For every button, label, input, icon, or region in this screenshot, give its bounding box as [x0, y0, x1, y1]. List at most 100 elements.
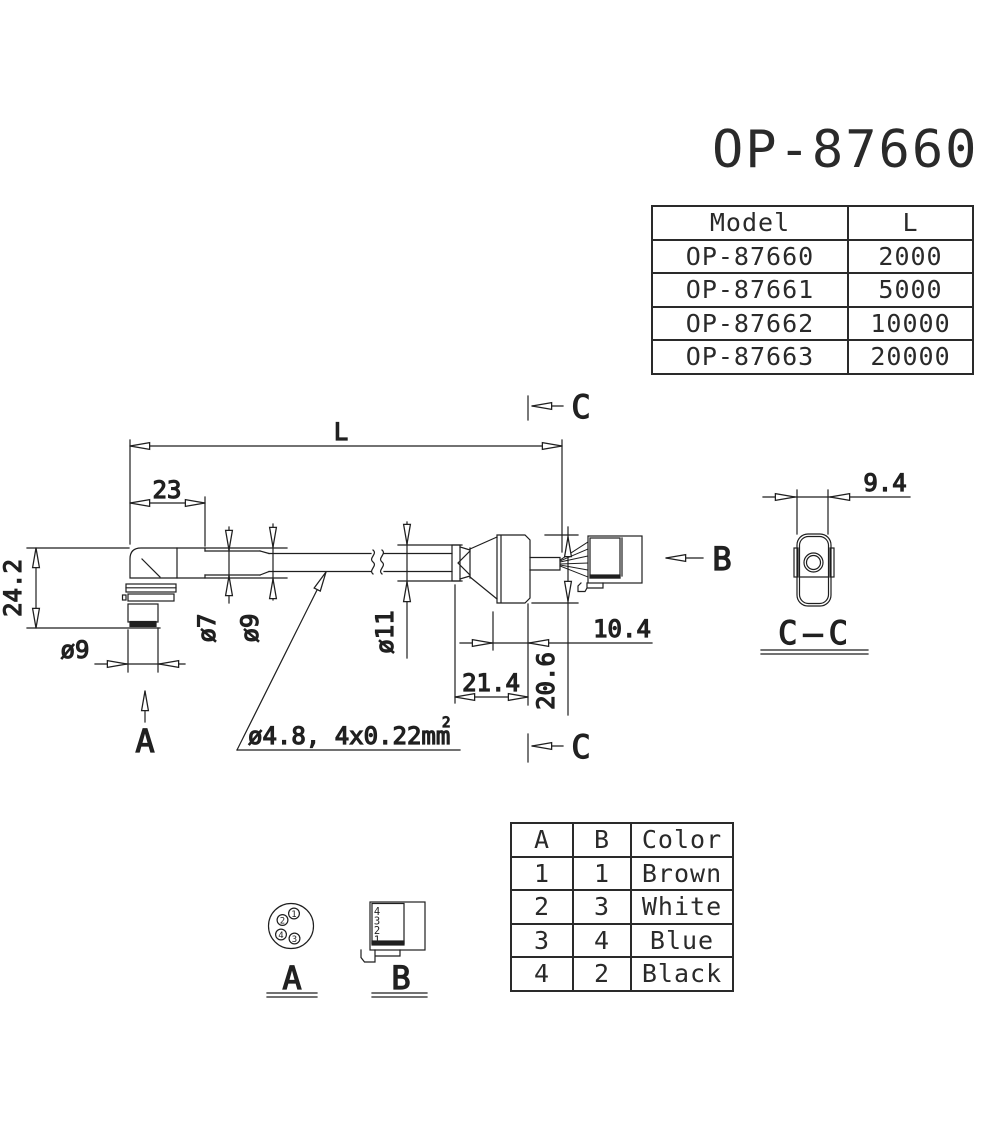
gland-cone	[469, 536, 498, 600]
length-cell: 2000	[847, 238, 974, 274]
dim-elbow-height: 24.2	[0, 547, 161, 629]
dim-label: 21.4	[462, 669, 520, 697]
dim-nut-width: 10.4	[459, 611, 653, 651]
dim-overall-length: L	[129, 417, 563, 553]
pin	[275, 928, 288, 941]
dim-label: ø9	[236, 614, 264, 643]
cable-break-symbol	[370, 549, 385, 575]
dim-label: 9.4	[863, 469, 906, 497]
pin-b-cell: 4	[572, 922, 632, 958]
pin-number: 4	[278, 931, 283, 941]
label-underline	[760, 649, 869, 655]
housing-latch	[577, 582, 604, 593]
detail-b-view: 4 3 2 1 B	[360, 901, 428, 998]
length-cell: 20000	[847, 339, 974, 375]
dim-label: 23	[153, 476, 182, 504]
dim-label: 10.4	[593, 615, 651, 643]
pin-b-cell: 1	[572, 855, 632, 891]
dim-label: 20.6	[532, 652, 560, 710]
pin-number: 1	[374, 935, 380, 947]
pin-b-header: B	[572, 822, 632, 858]
housing-outline	[369, 901, 426, 951]
table-row: OP-87662 10000	[651, 305, 974, 341]
m12-connector-view	[451, 534, 561, 604]
table-row: 1 1 Brown	[510, 855, 734, 891]
pin-number: 3	[374, 916, 380, 928]
cable-run	[268, 552, 453, 573]
view-b-arrow: B	[665, 539, 732, 579]
view-label: A	[135, 722, 154, 760]
side-tab	[829, 547, 835, 578]
model-cell: OP-87661	[651, 272, 849, 308]
wire-fan	[559, 541, 589, 578]
table-row: 3 4 Blue	[510, 922, 734, 958]
dim-connector-height: 20.6	[531, 526, 579, 716]
sheath-taper	[259, 550, 270, 576]
section-cc-view: 9.4 C—C	[760, 468, 911, 655]
table-row: 4 2 Black	[510, 956, 734, 992]
clamp-chevron	[457, 550, 471, 576]
ring-tab	[121, 594, 127, 601]
pin-a-cell: 3	[510, 922, 574, 958]
length-header-cell: L	[847, 205, 974, 241]
coupling-nut	[496, 534, 531, 604]
elbow-connector-view	[121, 547, 206, 628]
section-cc-label: C—C	[778, 614, 854, 652]
dim-connector-length: 21.4	[454, 584, 529, 706]
table-row: OP-87660 2000	[651, 238, 974, 274]
wiring-table-header: A B Color	[510, 822, 734, 858]
model-cell: OP-87660	[651, 238, 849, 274]
view-label: B	[712, 540, 731, 578]
pin-a-cell: 4	[510, 956, 574, 992]
table-row: OP-87661 5000	[651, 272, 974, 308]
pin-number: 3	[292, 935, 297, 945]
model-table-header: Model L	[651, 205, 974, 241]
leader-line	[236, 571, 327, 751]
pin-a-header: A	[510, 822, 574, 858]
color-cell: Brown	[630, 855, 734, 891]
cable	[204, 549, 453, 576]
model-header-cell: Model	[651, 205, 849, 241]
section-label: C	[571, 728, 590, 766]
pin-b-cell: 3	[572, 889, 632, 925]
wiring-table: A B Color 1 1 Brown 2 3 White 3 4 Blue 4…	[510, 822, 734, 992]
color-cell: Blue	[630, 922, 734, 958]
housing-latch	[360, 949, 401, 963]
pin-number: 4	[374, 906, 380, 918]
dim-sheath-diameter: ø7	[192, 526, 234, 643]
color-header: Color	[630, 822, 734, 858]
pin	[276, 913, 289, 926]
detail-a-view: 1 2 4 3 A	[266, 902, 318, 998]
pin-a-cell: 2	[510, 889, 574, 925]
section-label: C	[571, 388, 590, 426]
cable-sheath	[204, 550, 261, 576]
pin	[288, 932, 301, 945]
dim-label: ø11	[371, 610, 399, 653]
label-underline	[266, 992, 318, 998]
model-table: Model L OP-87660 2000 OP-87661 5000 OP-8…	[651, 205, 974, 375]
m8-screw-tip	[127, 603, 159, 623]
color-cell: White	[630, 889, 734, 925]
model-cell: OP-87662	[651, 305, 849, 341]
dim-boot-diameter: ø9	[204, 523, 288, 643]
connector-face	[129, 620, 157, 628]
dim-clamp-diameter: ø11	[370, 521, 463, 659]
dim-label: ø9	[61, 636, 90, 664]
connector-housing	[577, 535, 643, 593]
chamfer-line	[141, 558, 161, 578]
cable-bore	[803, 552, 824, 573]
color-cell: Black	[630, 956, 734, 992]
length-cell: 10000	[847, 305, 974, 341]
pin-a-cell: 1	[510, 855, 574, 891]
dim-label: L	[334, 418, 348, 446]
part-number-title: OP-87660	[712, 120, 979, 180]
table-row: OP-87663 20000	[651, 339, 974, 375]
connector-face-outline	[267, 902, 315, 950]
dim-cable-spec: ø4.8, 4x0.22mm 2	[236, 571, 461, 751]
end-cylinder	[529, 556, 561, 571]
cable-spec-label: ø4.8, 4x0.22mm	[248, 722, 450, 750]
pin-number: 2	[374, 925, 380, 937]
cable-spec-superscript: 2	[442, 715, 450, 731]
